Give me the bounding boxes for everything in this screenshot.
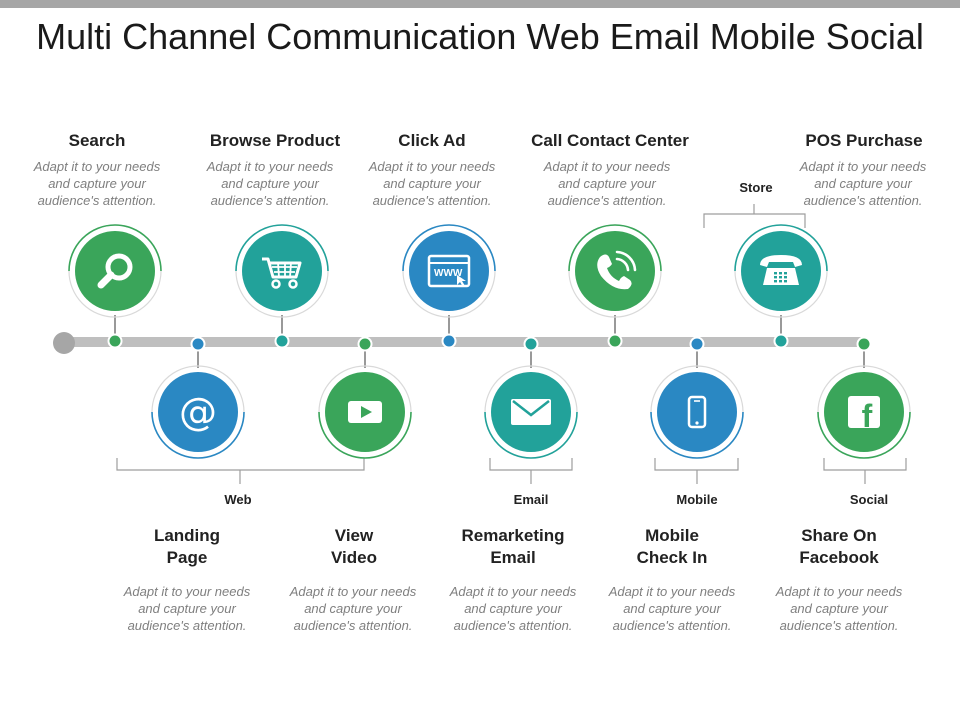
bottom-step-3-node xyxy=(484,336,578,459)
step-desc-pos-purchase: Adapt it to your needs and capture your … xyxy=(799,159,927,208)
mobile-phone-icon xyxy=(687,395,707,429)
step-desc-share-on-facebook: Adapt it to your needs and capture your … xyxy=(775,584,903,633)
step-title-pos-purchase: POS Purchase xyxy=(805,131,923,150)
bottom-step-2-track-dot xyxy=(359,338,371,350)
bottom-step-4-node xyxy=(650,336,744,459)
store-bracket xyxy=(703,204,806,228)
top-step-5-track-dot xyxy=(775,335,787,347)
step-desc-mobile-check-in: Adapt it to your needs and capture your … xyxy=(608,584,736,633)
step-title-landing-page: Landing Page xyxy=(153,526,221,567)
top-step-2-node xyxy=(235,224,329,349)
top-step-1-circle xyxy=(75,231,155,311)
bottom-step-2-ring-accent xyxy=(318,411,412,459)
step-title-view-video: View Video xyxy=(331,526,377,567)
phone-call-icon xyxy=(597,250,637,290)
top-step-4-ring-accent xyxy=(568,224,662,272)
top-step-5-node xyxy=(734,224,828,349)
bottom-step-5-ring-accent xyxy=(817,411,911,459)
top-step-4-node xyxy=(568,224,662,349)
step-title-click-ad: Click Ad xyxy=(398,131,466,150)
group-label-store: Store xyxy=(739,180,773,195)
step-desc-view-video: Adapt it to your needs and capture your … xyxy=(289,584,417,633)
top-step-1-track-dot xyxy=(109,335,121,347)
email-bracket xyxy=(489,458,573,484)
step-title-search: Search xyxy=(68,131,126,150)
top-step-1-node xyxy=(68,224,162,349)
top-accent-bar xyxy=(0,0,960,8)
top-step-3-node: WWW xyxy=(402,224,496,349)
top-step-1-ring-accent xyxy=(68,224,162,272)
step-title-remarketing-email: Remarketing Email xyxy=(461,526,565,567)
top-step-3-ring-accent xyxy=(402,224,496,272)
svg-text:f: f xyxy=(862,398,873,434)
facebook-icon: f xyxy=(848,396,880,434)
bottom-step-2-node xyxy=(318,336,412,459)
bottom-step-1-ring-accent xyxy=(151,411,245,459)
search-icon xyxy=(97,253,133,289)
bottom-step-1-track-dot xyxy=(192,338,204,350)
step-desc-remarketing-email: Adapt it to your needs and capture your … xyxy=(449,584,577,633)
svg-text:@: @ xyxy=(179,390,217,434)
shopping-cart-icon xyxy=(262,257,302,289)
web-browser-icon: WWW xyxy=(427,254,471,288)
telephone-icon xyxy=(760,255,802,285)
bottom-step-4-track-dot xyxy=(691,338,703,350)
at-sign-icon: @ xyxy=(179,390,217,434)
top-step-4-circle xyxy=(575,231,655,311)
step-title-browse-product: Browse Product xyxy=(209,131,341,150)
web-bracket xyxy=(116,458,365,484)
top-step-5-ring-accent xyxy=(734,224,828,272)
group-label-email: Email xyxy=(513,492,549,507)
play-video-icon xyxy=(348,401,382,423)
bottom-step-4-ring-accent xyxy=(650,411,744,459)
top-step-4-track-dot xyxy=(609,335,621,347)
step-desc-landing-page: Adapt it to your needs and capture your … xyxy=(123,584,251,633)
top-step-3-track-dot xyxy=(443,335,455,347)
mobile-bracket xyxy=(654,458,739,484)
top-step-2-ring-accent xyxy=(235,224,329,272)
step-desc-click-ad: Adapt it to your needs and capture your … xyxy=(368,159,496,208)
bottom-step-3-track-dot xyxy=(525,338,537,350)
top-step-3-circle xyxy=(409,231,489,311)
top-step-2-track-dot xyxy=(276,335,288,347)
step-desc-browse-product: Adapt it to your needs and capture your … xyxy=(206,159,334,208)
bottom-step-4-circle xyxy=(657,372,737,452)
top-step-2-circle xyxy=(242,231,322,311)
group-label-social: Social xyxy=(849,492,889,507)
bottom-step-1-circle xyxy=(158,372,238,452)
step-desc-search: Adapt it to your needs and capture your … xyxy=(33,159,161,208)
step-title-share-on-facebook: Share On Facebook xyxy=(799,526,879,567)
bottom-step-5-track-dot xyxy=(858,338,870,350)
group-label-web: Web xyxy=(224,492,252,507)
page-title: Multi Channel Communication Web Email Mo… xyxy=(36,16,924,57)
bottom-step-1-node: @ xyxy=(151,336,245,459)
svg-text:WWW: WWW xyxy=(434,268,463,279)
envelope-icon xyxy=(511,399,551,425)
group-label-mobile: Mobile xyxy=(676,492,718,507)
timeline-start-dot xyxy=(53,332,75,354)
step-desc-call-contact-center: Adapt it to your needs and capture your … xyxy=(543,159,671,208)
bottom-step-5-node: f xyxy=(817,336,911,459)
step-title-call-contact-center: Call Contact Center xyxy=(531,131,689,150)
social-bracket xyxy=(823,458,907,484)
step-title-mobile-check-in: Mobile Check In xyxy=(636,526,708,567)
bottom-step-3-ring-accent xyxy=(484,411,578,459)
timeline-track xyxy=(62,337,862,347)
